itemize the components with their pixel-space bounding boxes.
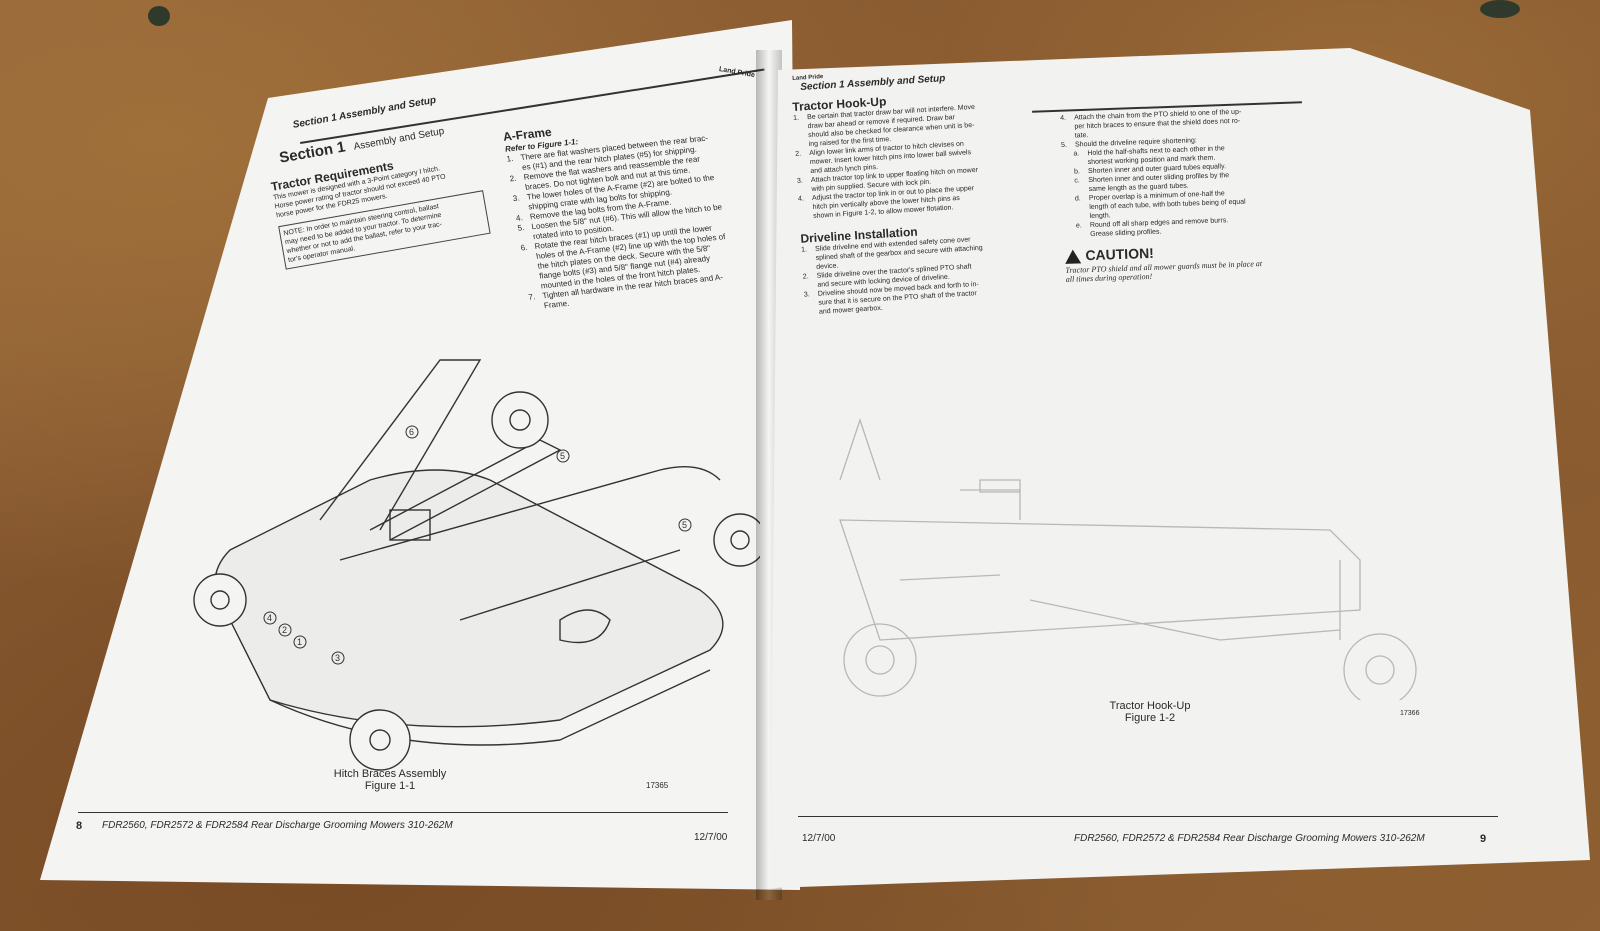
callout-label: 4 xyxy=(267,613,272,623)
rear-wheel xyxy=(843,623,917,697)
aframe-section: A-Frame Refer to Figure 1-1: 1.There are… xyxy=(502,109,735,313)
figure-number: 17365 xyxy=(646,781,669,790)
figure-label: Figure 1-2 xyxy=(1124,712,1176,724)
mower-deck xyxy=(214,469,724,728)
figure-title: Hitch Braces Assembly xyxy=(333,768,447,780)
caution-block: CAUTION! Tractor PTO shield and all mowe… xyxy=(1064,238,1346,284)
deck-rail xyxy=(459,549,681,621)
gearbox-cap xyxy=(979,479,1021,493)
figure-number: 17366 xyxy=(1400,710,1420,717)
step-number: 5. xyxy=(1060,141,1068,149)
step-number: 7. xyxy=(527,292,536,302)
right-page: Land Pride Section 1 Assembly and Setup … xyxy=(770,48,1590,888)
hitch-mast xyxy=(839,417,881,481)
callout-circle xyxy=(263,611,277,625)
step-number: 6. xyxy=(519,242,529,253)
step-number: d. xyxy=(1074,195,1081,203)
step-number: 4. xyxy=(1060,114,1067,122)
caster-wheel xyxy=(713,513,760,567)
hookup-steps: 1.Be certain that tractor draw bar will … xyxy=(793,97,1069,221)
warning-triangle-icon xyxy=(1064,249,1082,264)
figure-label: Figure 1-1 xyxy=(364,780,416,792)
callout-label: 3 xyxy=(335,653,340,663)
step-number: 5. xyxy=(516,223,525,233)
step-number: b. xyxy=(1073,168,1080,176)
hitch-brace-long xyxy=(339,465,721,561)
step-number: 3. xyxy=(512,193,521,204)
footer-title: FDR2560, FDR2572 & FDR2584 Rear Discharg… xyxy=(102,820,453,831)
step-number: 2. xyxy=(802,273,809,281)
hitch-braces-drawing: 6 5 5 4 2 1 3 xyxy=(193,359,760,771)
step-number: 3. xyxy=(803,291,810,299)
callout-label: 1 xyxy=(297,637,302,647)
step-number: c. xyxy=(1074,177,1080,185)
brand-logo: Land Pride xyxy=(718,65,756,80)
front-wheel xyxy=(1343,633,1417,700)
table-knob xyxy=(148,6,170,26)
shortening-substeps: a.Hold the half-shafts next to each othe… xyxy=(1061,140,1344,240)
figure-title: Tractor Hook-Up xyxy=(1109,700,1191,712)
step-number: 1. xyxy=(800,246,808,254)
step-number: 1. xyxy=(505,153,514,164)
callout-label: 5 xyxy=(560,451,565,461)
deck-skirt xyxy=(1029,599,1341,641)
footer-rule xyxy=(798,816,1498,817)
step-number: 2. xyxy=(509,173,518,184)
caster-wheel xyxy=(349,709,411,771)
callout-circle xyxy=(678,518,692,532)
step-number: 1. xyxy=(792,114,800,122)
footer-rule xyxy=(78,812,728,813)
aframe-steps: 1.There are flat washers placed between … xyxy=(506,133,735,313)
mower-deck-side xyxy=(839,519,1361,641)
deck-dome xyxy=(559,609,611,644)
deck-skirt xyxy=(269,669,711,746)
gearbox-outline xyxy=(960,489,1021,520)
callout-circle xyxy=(405,425,419,439)
caution-heading: CAUTION! xyxy=(1085,244,1155,264)
step-number: e. xyxy=(1075,222,1082,230)
callout-label: 2 xyxy=(282,625,287,635)
callout-circle xyxy=(278,623,292,637)
footer-date: 12/7/00 xyxy=(694,832,728,843)
page-number: 8 xyxy=(76,820,83,832)
section-title: Section 1 xyxy=(278,138,347,167)
step-number: 3. xyxy=(796,177,804,185)
tractor-hookup-drawing xyxy=(839,417,1417,700)
gearbox xyxy=(389,509,431,541)
page-number: 9 xyxy=(1480,833,1487,845)
deck-rail xyxy=(899,574,1001,581)
driveline-steps: 1.Slide driveline end with extended safe… xyxy=(801,229,1075,317)
caster-wheel xyxy=(491,391,549,449)
footer-date: 12/7/00 xyxy=(802,833,836,844)
callout-circle xyxy=(293,635,307,649)
callout-circle xyxy=(331,651,345,665)
table-knob xyxy=(1480,0,1520,18)
rear-hitch-brace xyxy=(369,439,562,541)
shortening-section: 4.Attach the chain from the PTO shield t… xyxy=(1060,104,1346,284)
callout-circle xyxy=(556,449,570,463)
step-number: 2. xyxy=(795,150,802,158)
callout-label: 5 xyxy=(682,520,687,530)
a-frame-arm xyxy=(319,359,482,531)
figure-caption: Hitch Braces Assembly Figure 1-1 xyxy=(320,768,460,792)
figure-caption: Tractor Hook-Up Figure 1-2 xyxy=(1100,700,1200,724)
step-number: a. xyxy=(1073,150,1080,158)
callout-label: 6 xyxy=(409,427,414,437)
section-subtitle: Assembly and Setup xyxy=(352,125,446,153)
caster-wheel xyxy=(193,573,247,627)
hookup-section: Tractor Hook-Up 1.Be certain that tracto… xyxy=(792,84,1075,318)
footer-title: FDR2560, FDR2572 & FDR2584 Rear Discharg… xyxy=(1074,833,1425,844)
step-number: 4. xyxy=(797,195,805,203)
